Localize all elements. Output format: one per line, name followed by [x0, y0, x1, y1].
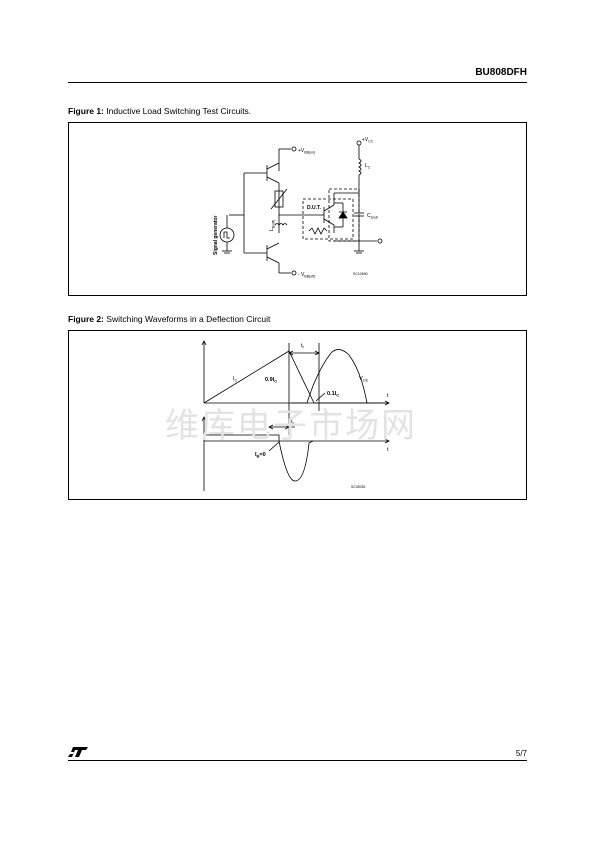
t1-label: t [387, 393, 389, 399]
ic-sub: C [235, 378, 238, 383]
ic09-sub: C [274, 379, 277, 384]
ib-label: I [255, 452, 257, 458]
svg-text:LB(off): LB(off) [269, 220, 276, 231]
vce-sub: CE [363, 378, 369, 383]
dut-label: D.U.T. [307, 205, 322, 211]
ic09-label: 0.9I [265, 377, 275, 383]
lc-label: L [365, 163, 368, 169]
lb-label: L [269, 228, 275, 231]
svg-text:0.9IC: 0.9IC [265, 377, 277, 384]
vbb-off-label: - V [298, 272, 305, 278]
figure2-label: Figure 2: [68, 314, 104, 324]
page-number: 5/7 [515, 749, 527, 758]
figure2-frame: IC 0.9IC 0.1IC tf VCE t ts t IB=0 SC0505… [68, 330, 527, 500]
vbb-on-label: +V [298, 148, 305, 154]
figure1-caption: Figure 1: Inductive Load Switching Test … [68, 106, 251, 116]
part-number: BU808DFH [475, 67, 527, 78]
tf-sub: f [303, 345, 305, 350]
figure1-circuit-diagram: +VBB(on) - VBB(off) +VCC LC D.U.T. Csnub… [213, 137, 383, 279]
figure2-drawing-code: SC05051 [351, 485, 366, 489]
footer-rule [68, 760, 527, 761]
ic01-sub: C [336, 393, 339, 398]
ib-sub: B [257, 454, 260, 459]
svg-text:tf: tf [301, 343, 305, 350]
csnub-label: C [367, 213, 371, 219]
svg-text:LC: LC [365, 163, 371, 170]
signal-generator-label: Signal generator [213, 215, 219, 255]
ib-eq: =0 [259, 452, 265, 458]
figure1-title: Inductive Load Switching Test Circuits. [106, 106, 252, 116]
figure2-waveform-diagram: IC 0.9IC 0.1IC tf VCE t ts t IB=0 SC0505… [201, 340, 390, 491]
figure1-frame: +VBB(on) - VBB(off) +VCC LC D.U.T. Csnub… [68, 122, 527, 296]
figure2-title: Switching Waveforms in a Deflection Circ… [106, 314, 271, 324]
ic01-label: 0.1I [327, 391, 337, 397]
t2-label: t [387, 447, 389, 453]
svg-text:IC: IC [233, 376, 238, 383]
lc-sub: C [368, 166, 371, 170]
svg-text:0.1IC: 0.1IC [327, 391, 339, 398]
ts-sub: s [293, 421, 295, 426]
st-logo [68, 745, 90, 757]
vbb-off-sub: BB(off) [304, 275, 315, 279]
svg-text:IB=0: IB=0 [255, 452, 266, 459]
vcc-sub: CC [368, 140, 374, 144]
vce-label: V [359, 376, 363, 382]
svg-text:+VCC: +VCC [362, 137, 374, 144]
vcc-label: +V [362, 137, 369, 143]
lb-sub: B(off) [272, 220, 276, 229]
svg-text:VCE: VCE [359, 376, 369, 383]
header-rule [68, 82, 527, 83]
figure1-drawing-code: SC10690 [353, 272, 368, 276]
svg-text:Csnub: Csnub [367, 213, 378, 220]
ic-label: I [233, 376, 235, 382]
vbb-on-sub: BB(on) [304, 151, 315, 155]
svg-text:+VBB(on): +VBB(on) [298, 148, 315, 155]
svg-text:- VBB(off): - VBB(off) [298, 272, 315, 279]
ts-label: t [291, 419, 293, 425]
tf-label: t [301, 343, 303, 349]
figure1-label: Figure 1: [68, 106, 104, 116]
watermark: 维库电子市场网 [165, 406, 417, 446]
figure2-caption: Figure 2: Switching Waveforms in a Defle… [68, 314, 270, 324]
svg-text:ts: ts [291, 419, 295, 426]
csnub-sub: snub [371, 216, 379, 220]
